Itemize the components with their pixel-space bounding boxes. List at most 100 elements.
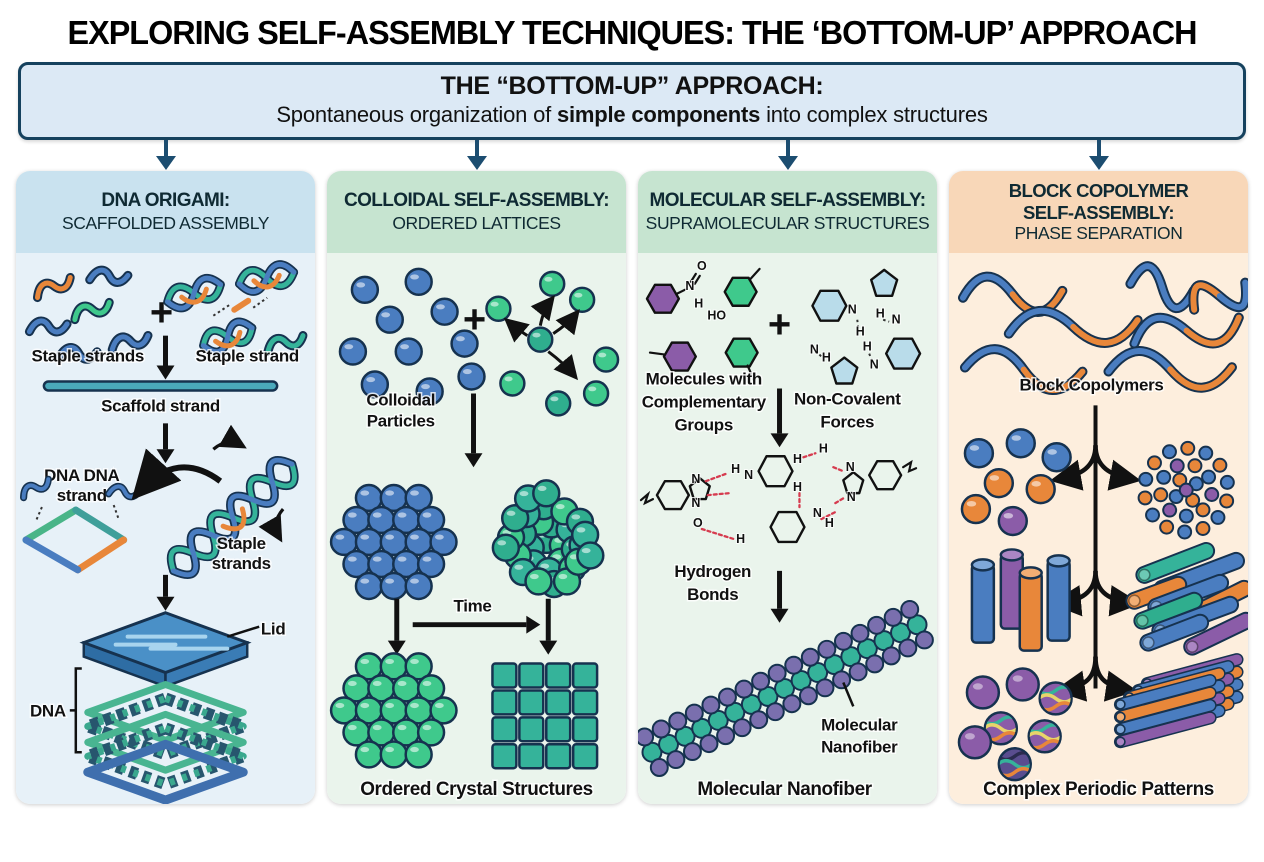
hbonds-label2: Bonds <box>687 585 738 604</box>
panel-title: COLLOIDAL SELF-ASSEMBLY: <box>344 190 610 212</box>
colloidal-particles-label: Colloidal <box>366 390 435 409</box>
block-copolymer-illustration: Block Copolymers Complex Periodic Patter… <box>957 261 1248 802</box>
teal-squiggle <box>263 331 308 357</box>
atom-h: H <box>856 325 865 339</box>
molecules-label3: Groups <box>675 415 733 434</box>
motion-arrow <box>552 309 580 336</box>
forces-label2: Forces <box>820 412 874 431</box>
atom-h: H <box>863 340 872 354</box>
noncovalent-molecules: N H H N N H H N <box>809 268 922 385</box>
time-arrow <box>412 615 541 634</box>
atom-o: O <box>693 516 703 530</box>
panel-colloidal-header: COLLOIDAL SELF-ASSEMBLY: ORDERED LATTICE… <box>327 171 626 253</box>
staple-strands-label: Staple strands <box>31 347 144 366</box>
down-arrow <box>156 574 175 611</box>
atom-n: N <box>813 506 822 520</box>
down-arrow <box>464 393 483 468</box>
approach-subtext-bold: simple components <box>556 102 761 127</box>
atom-h: H <box>876 307 885 321</box>
nanofiber-callout2: Nanofiber <box>821 737 898 756</box>
panel-molecular: MOLECULAR SELF-ASSEMBLY: SUPRAMOLECULAR … <box>638 171 937 804</box>
down-arrow-icon <box>1088 140 1109 170</box>
atom-n: N <box>847 490 856 504</box>
striped-sphere-phase <box>957 667 1073 782</box>
atom-h: H <box>793 480 802 494</box>
panel-subtitle: PHASE SEPARATION <box>1014 223 1183 244</box>
panel-caption: Molecular Nanofiber <box>697 779 872 800</box>
staple-strands2-label2: strands <box>212 554 271 573</box>
down-arrow <box>387 598 406 655</box>
colloidal-particles-label2: Particles <box>367 411 435 430</box>
plus-sign: + <box>463 298 486 342</box>
technique-panels: DNA ORIGAMI: SCAFFOLDED ASSEMBLY + Stapl… <box>16 171 1248 804</box>
hbonds-label: Hydrogen <box>674 562 751 581</box>
callout-line <box>842 682 855 707</box>
panel-title2: SELF-ASSEMBLY: <box>1023 201 1175 223</box>
panel-title: DNA ORIGAMI: <box>101 190 230 212</box>
green-colloid-particles <box>485 270 620 417</box>
nanofiber-callout: Molecular <box>821 715 898 734</box>
panel-block-copolymer-header: BLOCK COPOLYMER SELF-ASSEMBLY: PHASE SEP… <box>949 171 1248 253</box>
approach-box: THE “BOTTOM-UP” APPROACH: Spontaneous or… <box>18 62 1246 140</box>
fold-arrow <box>131 448 223 500</box>
atom-n: N <box>870 358 879 372</box>
atom-h: H <box>793 452 802 466</box>
panel-colloidal: COLLOIDAL SELF-ASSEMBLY: ORDERED LATTICE… <box>327 171 626 804</box>
dotted-link <box>212 302 232 317</box>
atom-h: H <box>694 297 703 311</box>
dna-box-3d <box>69 611 260 804</box>
down-arrow <box>156 335 175 380</box>
scaffold-strand-label: Scaffold strand <box>101 396 220 415</box>
atom-ho: HO <box>707 309 726 323</box>
atom-n: N <box>846 460 855 474</box>
scaffold-strand-bar <box>42 380 279 392</box>
cylinder-phase <box>970 548 1071 652</box>
dna-helix-group <box>163 260 299 356</box>
plus-sign: + <box>768 303 791 347</box>
atom-h: H <box>736 532 745 546</box>
staple-strands2-label: Staple <box>217 534 266 553</box>
atom-n: N <box>691 472 700 486</box>
complementary-molecules: N O H HO <box>645 258 761 381</box>
atom-n: N <box>691 496 700 510</box>
lamellar-bundle-phase <box>1113 653 1244 749</box>
panel-dna-origami-body: + Staple strands Staple strand Scaffold … <box>16 253 315 804</box>
panel-subtitle: SCAFFOLDED ASSEMBLY <box>62 212 269 233</box>
approach-subtext: Spontaneous organization of simple compo… <box>21 102 1243 128</box>
panel-subtitle: ORDERED LATTICES <box>392 212 561 233</box>
molecules-label: Molecules with <box>646 369 762 388</box>
blue-colloid-particles <box>338 267 486 406</box>
motion-arrow <box>547 350 579 381</box>
dna-origami-illustration: + Staple strands Staple strand Scaffold … <box>20 260 308 804</box>
flow-arrow-cell <box>638 140 937 171</box>
teal-disordered-cluster <box>491 479 605 599</box>
atom-h: H <box>825 516 834 530</box>
panel-caption: Complex Periodic Patterns <box>983 779 1214 800</box>
colloidal-illustration: + Colloidal Particles Time <box>329 267 620 802</box>
panel-caption: Ordered Crystal Structures <box>360 779 593 800</box>
atom-n: N <box>685 279 694 293</box>
long-helix <box>166 456 299 579</box>
dot-pattern-phase <box>1137 440 1235 540</box>
flow-arrows <box>16 140 1248 171</box>
panel-title: MOLECULAR SELF-ASSEMBLY: <box>649 190 926 212</box>
sphere-phase <box>960 428 1072 537</box>
down-arrow <box>539 598 558 655</box>
dna-strand-label2: strand <box>57 486 107 505</box>
blue-crystal-cluster <box>329 483 458 601</box>
twist-arrow <box>258 508 285 543</box>
atom-n: N <box>892 313 901 327</box>
approach-subtext-suffix: into complex structures <box>760 102 988 127</box>
molecules-label2: Complementary <box>642 392 767 411</box>
panel-molecular-header: MOLECULAR SELF-ASSEMBLY: SUPRAMOLECULAR … <box>638 171 937 253</box>
down-arrow <box>770 388 789 448</box>
copolymer-strands <box>957 261 1248 396</box>
panel-molecular-body: N O H HO + N H H N <box>638 253 937 804</box>
panel-dna-origami-header: DNA ORIGAMI: SCAFFOLDED ASSEMBLY <box>16 171 315 253</box>
atom-n: N <box>848 303 857 317</box>
panel-block-copolymer: BLOCK COPOLYMER SELF-ASSEMBLY: PHASE SEP… <box>949 171 1248 804</box>
molecular-illustration: N O H HO + N H H N <box>638 258 934 802</box>
panel-block-copolymer-body: Block Copolymers Complex Periodic Patter… <box>949 253 1248 804</box>
staple-strand-squiggles <box>24 265 153 364</box>
panel-title: BLOCK COPOLYMER <box>1008 180 1189 202</box>
